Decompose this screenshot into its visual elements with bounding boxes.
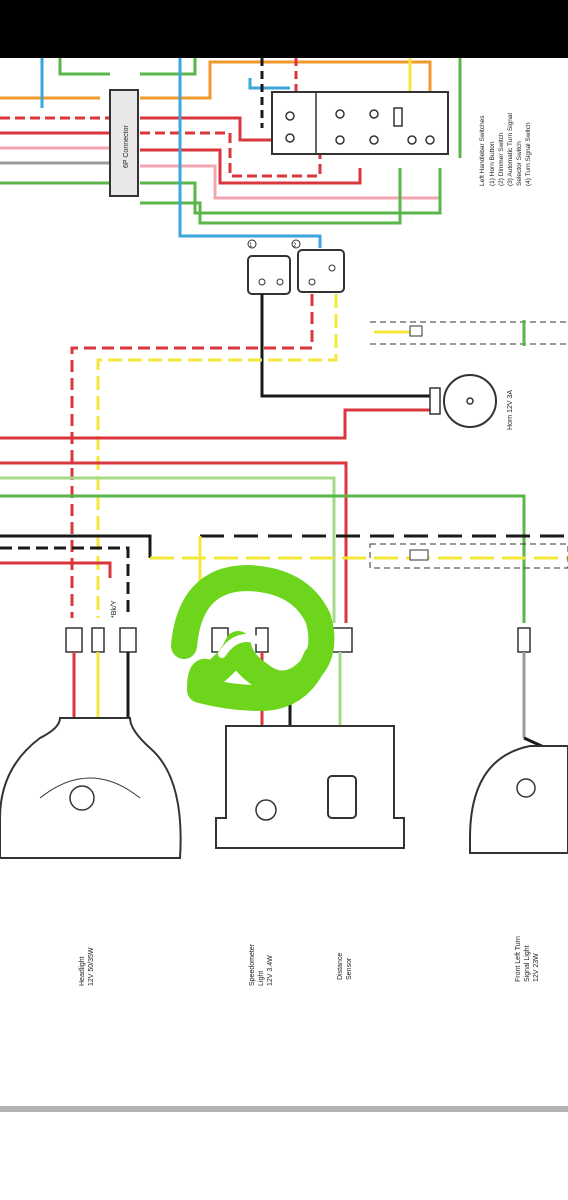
front-left-turn-signal bbox=[469, 745, 568, 854]
turn-signal-label-1: Front Left Turn bbox=[515, 936, 522, 982]
switch-number-2: 2 bbox=[293, 243, 297, 249]
wiring-diagram: 6P Connector Left Handlebar Switches (1)… bbox=[0, 58, 568, 1108]
headlight-label-2: 12V 50/35W bbox=[88, 947, 95, 986]
headlight bbox=[0, 717, 182, 859]
bottom-divider bbox=[0, 1106, 568, 1112]
dashed-lower-outline bbox=[369, 543, 568, 569]
top-status-bar bbox=[0, 0, 568, 58]
speedometer-panel bbox=[215, 725, 405, 849]
handlebar-switch-legend: Left Handlebar Switches (1) Horn Button … bbox=[479, 112, 532, 186]
component-labels: Headlight 12V 50/35W Speedometer Light 1… bbox=[79, 936, 540, 986]
middle-wires bbox=[0, 294, 568, 623]
handlebar-item-3b: Selector Switch bbox=[516, 141, 523, 186]
speedometer-label-1: Speedometer bbox=[249, 943, 256, 986]
handlebar-item-2: (2) Dimmer Switch bbox=[498, 132, 505, 186]
turn-signal-label-2: Signal Light bbox=[524, 945, 531, 982]
switch-number-1: 1 bbox=[249, 243, 253, 249]
connector-row bbox=[65, 627, 531, 653]
switch-modules: 1 2 bbox=[247, 239, 345, 295]
speedometer-label-3: 12V 3.4W bbox=[267, 955, 274, 986]
distance-sensor-label-2: Sensor bbox=[346, 957, 353, 980]
speedometer-label-2: Light bbox=[258, 971, 265, 986]
green-annotation-mark bbox=[171, 565, 335, 711]
dashed-plug-outline bbox=[370, 320, 568, 346]
connector-label: 6P Connector bbox=[123, 125, 130, 168]
headlight-label-1: Headlight bbox=[79, 956, 86, 986]
handlebar-item-1: (1) Horn Button bbox=[489, 141, 496, 186]
6p-connector: 6P Connector bbox=[109, 89, 139, 197]
handlebar-item-3: (3) Automatic Turn Signal bbox=[507, 112, 514, 186]
handlebar-item-4: (4) Turn Signal Switch bbox=[525, 122, 532, 186]
wire-code-label: *Bk/Y bbox=[111, 600, 118, 618]
horn-label: Horn 12V 3A bbox=[507, 390, 514, 430]
handlebar-title: Left Handlebar Switches bbox=[479, 115, 486, 186]
bottom-blank-area bbox=[0, 1112, 568, 1200]
horn: Horn 12V 3A bbox=[429, 374, 514, 430]
distance-sensor-label-1: Distance bbox=[337, 953, 344, 980]
turn-signal-label-3: 12V 23W bbox=[533, 953, 540, 982]
left-handlebar-switch-box bbox=[271, 91, 449, 155]
